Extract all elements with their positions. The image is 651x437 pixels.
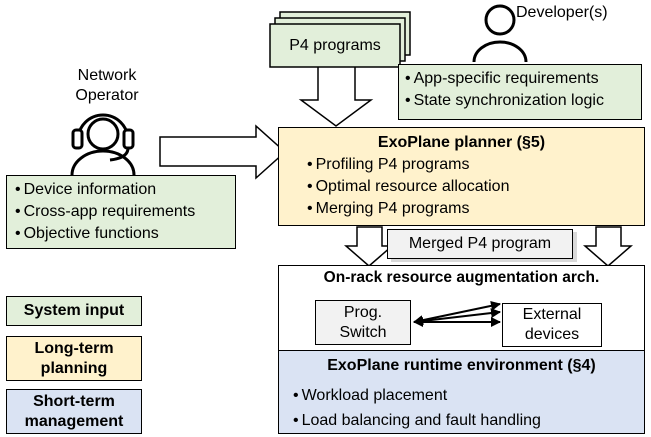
arrow-p4-to-planner [298, 61, 374, 127]
merged-p4-program: Merged P4 program [387, 229, 573, 259]
prog-switch: Prog. Switch [315, 300, 411, 345]
planner-box: ExoPlane planner (§5) Profiling P4 progr… [278, 127, 645, 226]
developer-requirements-box: App-specific requirements State synchron… [398, 64, 642, 120]
list-item: Optimal resource allocation [307, 176, 644, 198]
developer-person-icon [472, 4, 528, 63]
list-item: Load balancing and fault handling [293, 408, 644, 433]
list-item: App-specific requirements [405, 68, 641, 90]
p4-program-stack [269, 11, 411, 68]
planner-title: ExoPlane planner (§5) [377, 134, 546, 151]
onrack-title: On-rack resource augmentation arch. [323, 269, 600, 286]
arrow-operator-to-planner [159, 124, 287, 180]
list-item: Profiling P4 programs [307, 154, 644, 176]
legend-system-input: System input [6, 296, 142, 326]
operator-headset-icon [70, 113, 136, 176]
list-item: Workload placement [293, 383, 644, 408]
list-item: State synchronization logic [405, 90, 641, 112]
list-item: Device information [15, 179, 235, 201]
list-item: Merging P4 programs [307, 198, 644, 220]
list-item: Objective functions [15, 223, 235, 245]
arrow-planner-to-onrack-right [582, 226, 634, 267]
arrow-planner-to-onrack-left [343, 226, 395, 267]
external-devices: External devices [502, 303, 602, 347]
developer-label: Developer(s) [516, 4, 608, 21]
runtime-environment-box: ExoPlane runtime environment (§4) Worklo… [278, 350, 645, 434]
legend-long-term-planning: Long-term planning [6, 336, 142, 381]
legend-short-term-management: Short-term management [6, 389, 142, 434]
p4-programs-label: P4 programs [289, 36, 381, 54]
runtime-title: ExoPlane runtime environment (§4) [327, 357, 596, 374]
operator-label: Network Operator [75, 67, 139, 104]
list-item: Cross-app requirements [15, 201, 235, 223]
operator-input-box: Device information Cross-app requirement… [6, 175, 236, 249]
